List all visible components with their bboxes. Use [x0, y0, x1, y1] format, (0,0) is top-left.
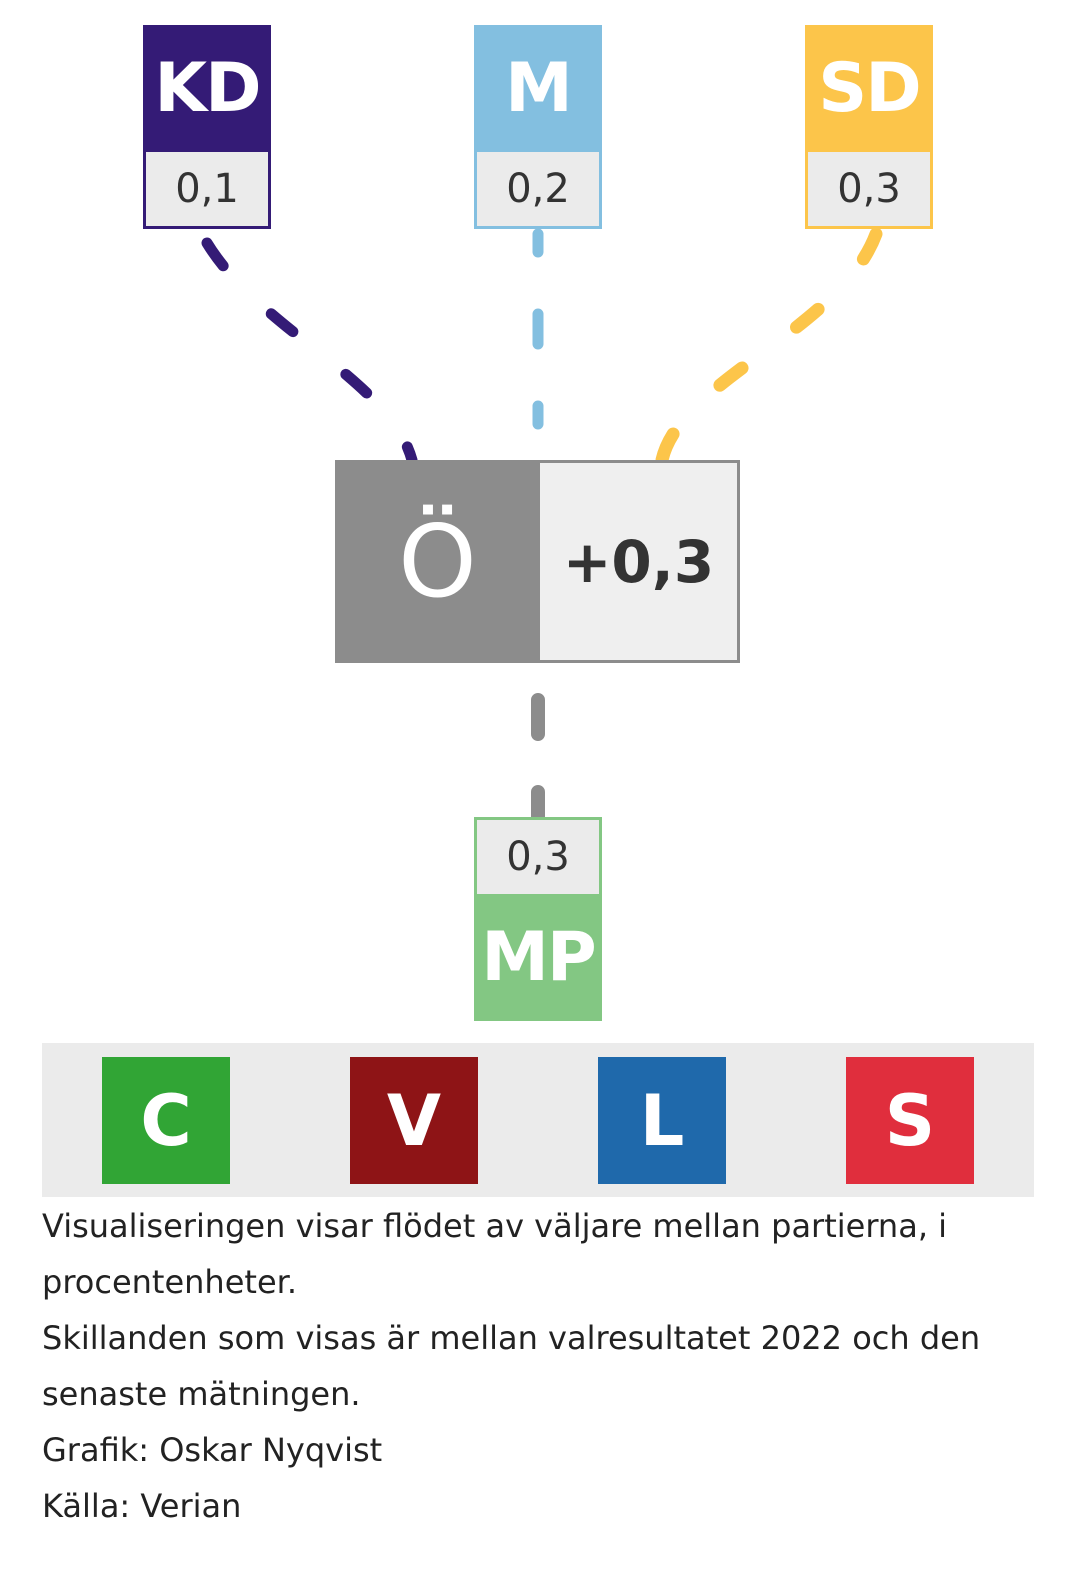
caption: Visualiseringen visar flödet av väljare …: [42, 1198, 1042, 1534]
center-party-o: Ö +0,3: [335, 460, 740, 663]
party-sd: SD 0,3: [805, 25, 933, 229]
party-value: 0,3: [474, 817, 602, 894]
party-m: M 0,2: [474, 25, 602, 229]
party-mp: 0,3 MP: [474, 817, 602, 1021]
party-label: MP: [474, 894, 602, 1021]
party-label: KD: [143, 25, 271, 152]
party-v: V: [350, 1057, 478, 1184]
party-l: L: [598, 1057, 726, 1184]
party-label: SD: [805, 25, 933, 152]
party-label: M: [474, 25, 602, 152]
center-party-change: +0,3: [540, 460, 740, 663]
party-s: S: [846, 1057, 974, 1184]
party-value: 0,3: [805, 152, 933, 229]
caption-description: Visualiseringen visar flödet av väljare …: [42, 1207, 948, 1301]
center-party-label: Ö: [335, 460, 540, 663]
party-kd: KD 0,1: [143, 25, 271, 229]
caption-credit: Grafik: Oskar Nyqvist: [42, 1431, 383, 1469]
caption-comparison: Skillanden som visas är mellan valresult…: [42, 1319, 981, 1413]
flow-line-kd: [201, 237, 418, 466]
flow-lines: [201, 227, 883, 825]
party-value: 0,2: [474, 152, 602, 229]
party-c: C: [102, 1057, 230, 1184]
other-parties-band: C V L S: [42, 1043, 1034, 1197]
party-value: 0,1: [143, 152, 271, 229]
caption-source: Källa: Verian: [42, 1487, 242, 1525]
flow-line-sd: [655, 227, 883, 467]
